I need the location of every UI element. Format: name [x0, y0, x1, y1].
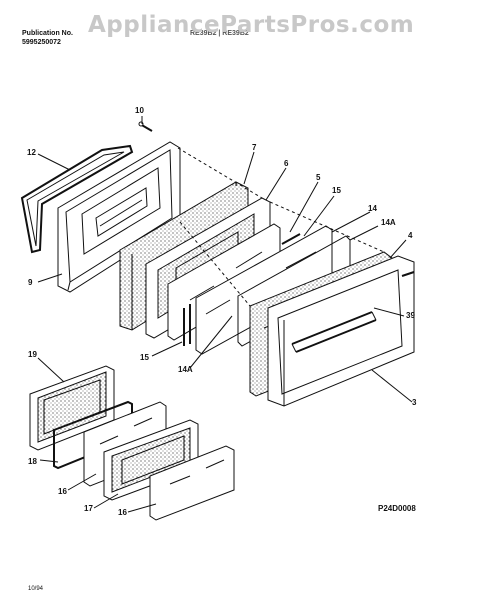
- gasket-part-12: [20, 144, 134, 254]
- callout-14: 14: [368, 204, 377, 213]
- callout-4: 4: [408, 231, 413, 240]
- callout-14a-bottom: 14A: [178, 365, 193, 374]
- assembly-guide-lines: [177, 147, 385, 307]
- inner-liner-part-9: [57, 141, 181, 293]
- screw-part-10: [138, 121, 153, 132]
- callout-15-bottom: 15: [140, 353, 149, 362]
- callout-15-top: 15: [332, 186, 341, 195]
- callout-39: 39: [406, 311, 415, 320]
- publication-number: 5995250072: [22, 39, 61, 46]
- callout-6: 6: [284, 159, 289, 168]
- glass-part-16-lower: [149, 445, 235, 521]
- diagram-code: P24D0008: [378, 504, 416, 513]
- model-numbers: RE39B2 | RE39B2: [190, 30, 249, 37]
- callout-9: 9: [28, 278, 33, 287]
- footer-date: 10/94: [28, 586, 44, 592]
- door-handle-part-39: [291, 271, 415, 353]
- callout-14a-top: 14A: [381, 218, 396, 227]
- glass-retainer-part-15: [183, 233, 301, 346]
- watermark-text: AppliancePartsPros.com: [88, 12, 415, 38]
- callout-16-lower: 16: [118, 508, 127, 517]
- callout-3: 3: [412, 398, 417, 407]
- callout-7: 7: [252, 143, 257, 152]
- callout-10: 10: [135, 106, 144, 115]
- callout-17: 17: [84, 504, 93, 513]
- callout-5: 5: [316, 173, 321, 182]
- callout-16-upper: 16: [58, 487, 67, 496]
- callout-12: 12: [27, 148, 36, 157]
- callout-18: 18: [28, 457, 37, 466]
- callout-leader-lines: [37, 116, 413, 513]
- outer-frame-part-3: [267, 255, 415, 407]
- publication-label: Publication No.: [22, 30, 73, 37]
- callout-19: 19: [28, 350, 37, 359]
